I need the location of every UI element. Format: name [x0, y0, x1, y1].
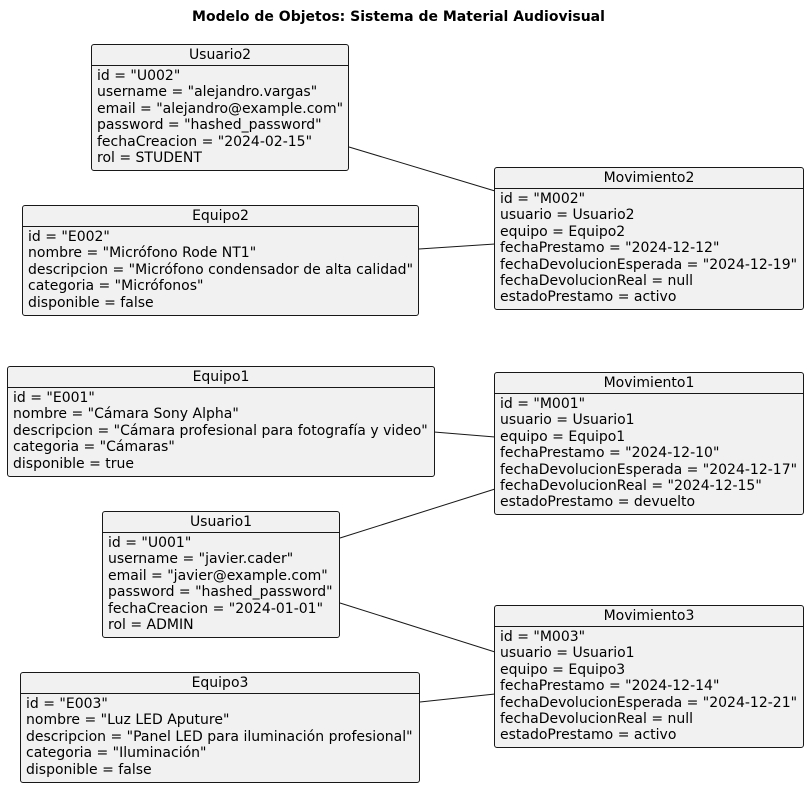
object-name: Movimiento2	[495, 168, 803, 189]
object-movimiento2: Movimiento2 id = "M002" usuario = Usuari…	[494, 167, 804, 310]
attribute: id = "U002"	[97, 68, 181, 84]
attribute: descripcion = "Cámara profesional para f…	[13, 422, 428, 439]
attribute: username = "javier.cader"	[108, 551, 294, 568]
attribute: estadoPrestamo = devuelto	[500, 494, 696, 511]
attribute: fechaCreacion = "2024-01-01"	[108, 600, 324, 617]
attribute: email = "alejandro@example.com"	[97, 100, 344, 117]
attribute: id = "M003"	[500, 629, 586, 645]
attribute: descripcion = "Micrófono condensador de …	[28, 261, 414, 278]
attribute: username = "alejandro.vargas"	[97, 84, 318, 101]
link-usuario1-movimiento3	[339, 602, 496, 653]
attribute: estadoPrestamo = activo	[500, 727, 677, 744]
object-name: Usuario1	[103, 512, 339, 533]
attribute: categoria = "Cámaras"	[13, 439, 175, 456]
link-equipo2-movimiento2	[418, 243, 496, 250]
attribute: email = "javier@example.com"	[108, 567, 328, 584]
attribute: id = "E001"	[13, 390, 95, 406]
attribute: usuario = Usuario1	[500, 412, 635, 429]
attribute: nombre = "Cámara Sony Alpha"	[13, 406, 239, 423]
object-equipo1: Equipo1 id = "E001" nombre = "Cámara Son…	[7, 366, 435, 477]
attribute: password = "hashed_password"	[97, 117, 322, 134]
object-name: Movimiento3	[495, 606, 803, 627]
attribute: fechaDevolucionReal = null	[500, 273, 694, 290]
link-equipo3-movimiento3	[419, 693, 496, 703]
attribute: nombre = "Micrófono Rode NT1"	[28, 245, 257, 262]
attribute: disponible = true	[13, 455, 135, 472]
object-usuario2: Usuario2 id = "U002" username = "alejand…	[91, 44, 349, 171]
diagram-title: Modelo de Objetos: Sistema de Material A…	[192, 9, 605, 25]
attribute: disponible = false	[28, 294, 154, 311]
attribute: rol = ADMIN	[108, 617, 194, 634]
object-name: Equipo1	[8, 367, 434, 388]
attribute: fechaDevolucionReal = null	[500, 711, 694, 728]
attribute: fechaCreacion = "2024-02-15"	[97, 133, 313, 150]
attribute: usuario = Usuario1	[500, 645, 635, 662]
attribute: id = "U001"	[108, 535, 192, 551]
attribute: equipo = Equipo1	[500, 428, 626, 445]
object-equipo3: Equipo3 id = "E003" nombre = "Luz LED Ap…	[20, 672, 420, 783]
attribute: nombre = "Luz LED Aputure"	[26, 712, 230, 729]
attribute: fechaPrestamo = "2024-12-14"	[500, 678, 720, 695]
attribute: id = "E002"	[28, 229, 110, 245]
object-movimiento3: Movimiento3 id = "M003" usuario = Usuari…	[494, 605, 804, 748]
object-name: Movimiento1	[495, 373, 803, 394]
object-usuario1: Usuario1 id = "U001" username = "javier.…	[102, 511, 340, 638]
attribute: disponible = false	[26, 761, 152, 778]
attribute: id = "E003"	[26, 696, 108, 712]
object-name: Usuario2	[92, 45, 348, 66]
attribute: fechaPrestamo = "2024-12-10"	[500, 445, 720, 462]
link-usuario1-movimiento1	[339, 488, 496, 539]
attribute: id = "M002"	[500, 191, 586, 207]
object-name: Equipo3	[21, 673, 419, 694]
attribute: fechaDevolucionEsperada = "2024-12-19"	[500, 256, 798, 273]
attribute: estadoPrestamo = activo	[500, 289, 677, 306]
attribute: usuario = Usuario2	[500, 207, 635, 224]
link-usuario2-movimiento2	[348, 146, 496, 192]
attribute: equipo = Equipo3	[500, 661, 626, 678]
link-equipo1-movimiento1	[433, 431, 496, 438]
attribute: equipo = Equipo2	[500, 223, 626, 240]
attribute: fechaDevolucionEsperada = "2024-12-21"	[500, 694, 798, 711]
attribute: categoria = "Micrófonos"	[28, 278, 204, 295]
object-movimiento1: Movimiento1 id = "M001" usuario = Usuari…	[494, 372, 804, 515]
attribute: rol = STUDENT	[97, 150, 202, 167]
object-equipo2: Equipo2 id = "E002" nombre = "Micrófono …	[22, 205, 419, 316]
attribute: password = "hashed_password"	[108, 584, 333, 601]
attribute: descripcion = "Panel LED para iluminació…	[26, 728, 413, 745]
attribute: id = "M001"	[500, 396, 586, 412]
attribute: categoria = "Iluminación"	[26, 745, 207, 762]
attribute: fechaDevolucionReal = "2024-12-15"	[500, 478, 762, 495]
attribute: fechaPrestamo = "2024-12-12"	[500, 240, 720, 257]
attribute: fechaDevolucionEsperada = "2024-12-17"	[500, 461, 798, 478]
object-name: Equipo2	[23, 206, 418, 227]
